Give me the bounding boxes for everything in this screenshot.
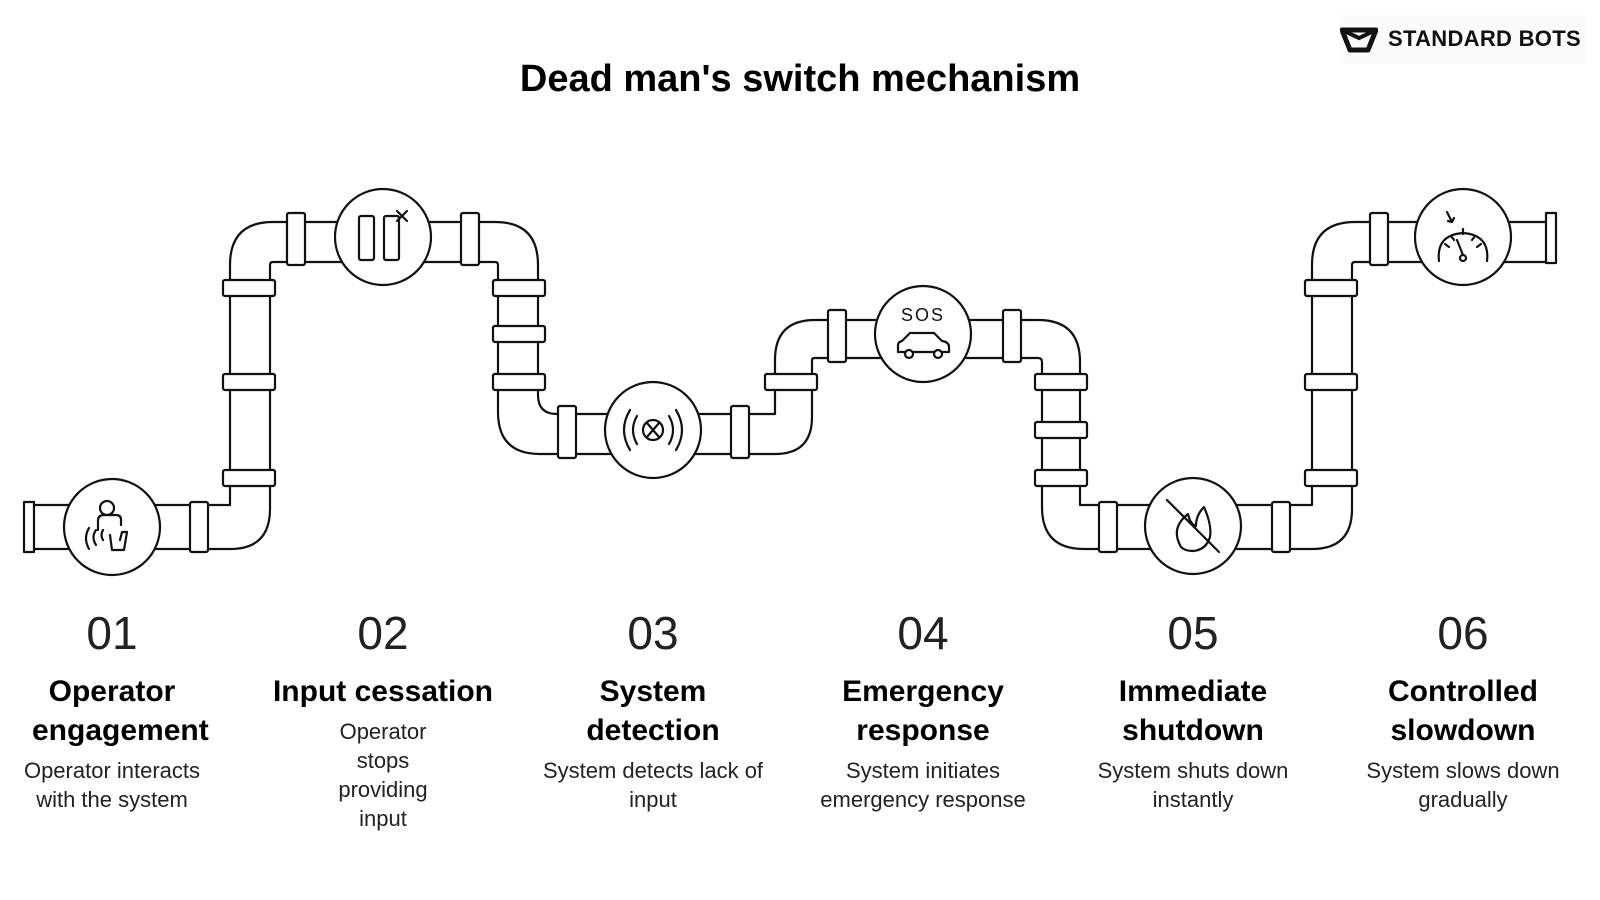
step-description: System initiates emergency response [820, 758, 1026, 812]
step-number: 03 [627, 607, 679, 659]
step-number: 01 [86, 607, 138, 659]
step-heading: Controlled slowdown [1388, 675, 1538, 747]
step-number: 06 [1437, 607, 1489, 659]
step-description: System shuts down instantly [1097, 758, 1289, 812]
node-immediate-shutdown [1143, 476, 1243, 576]
pipe-inner-edge [28, 260, 1552, 551]
no-fire-icon [1165, 498, 1221, 554]
brand-logo: STANDARD BOTS [1340, 14, 1586, 64]
step-number: 05 [1167, 607, 1219, 659]
step-number: 04 [897, 607, 949, 659]
step-01: 01 Operator engagement Operator interact… [0, 606, 237, 814]
step-06: 06 Controlled slowdown System slows down… [1338, 606, 1588, 814]
step-04: 04 Emergency response System initiates e… [798, 606, 1048, 814]
step-heading: Emergency response [842, 675, 1004, 747]
standard-bots-logo-icon [1340, 27, 1378, 53]
signal-detection-icon [622, 408, 684, 452]
brand-name: STANDARD BOTS [1388, 26, 1581, 51]
node-controlled-slowdown [1413, 187, 1513, 287]
step-03: 03 System detection System detects lack … [528, 606, 778, 814]
pipe-outer-edge [28, 220, 1552, 507]
step-heading: Input cessation [272, 675, 494, 708]
pipe-end-cap-left [22, 500, 36, 554]
step-description: System detects lack of input [542, 758, 764, 812]
operator-hand-icon [84, 499, 129, 552]
pipe-end-cap-right [1544, 211, 1558, 265]
node-operator-engagement [62, 477, 162, 577]
step-number: 02 [357, 607, 409, 659]
sos-car-icon [896, 331, 951, 360]
step-heading: System detection [586, 675, 720, 747]
step-description: System slows down gradually [1366, 758, 1560, 812]
node-input-cessation [333, 187, 433, 287]
pipeline-diagram: SOS [22, 187, 1558, 577]
pause-input-icon [357, 209, 409, 262]
step-05: 05 Immediate shutdown System shuts down … [1068, 606, 1318, 814]
step-heading: Immediate shutdown [1118, 675, 1268, 747]
node-emergency-response [873, 284, 973, 384]
svg-text:SOS: SOS [901, 305, 945, 325]
step-02: 02 Input cessation Operator stops provid… [258, 606, 508, 833]
step-heading: Operator engagement [32, 675, 209, 747]
node-system-detection [603, 380, 703, 480]
page-title: Dead man's switch mechanism [519, 58, 1081, 100]
step-description: Operator interacts with the system [23, 758, 201, 812]
step-description: Operator stops providing input [338, 719, 428, 831]
speedometer-icon [1437, 210, 1489, 263]
